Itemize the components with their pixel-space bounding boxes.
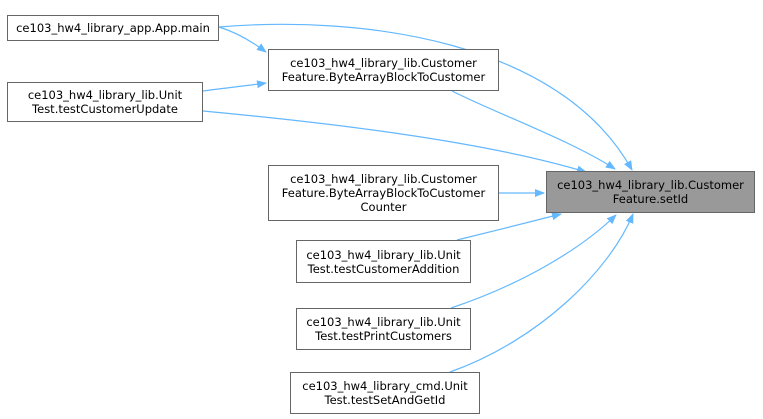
node-test-print-customers-line-1: ce103_hw4_library_lib.Unit bbox=[306, 315, 461, 329]
node-byte-array-block-to-customer[interactable]: ce103_hw4_library_lib.Customer Feature.B… bbox=[268, 49, 499, 91]
node-byte-array-block-to-customer-line-1: ce103_hw4_library_lib.Customer bbox=[290, 56, 477, 70]
edge-test-print-customers-to-setid bbox=[450, 214, 617, 309]
node-byte-array-block-to-customer-line-2: Feature.ByteArrayBlockToCustomer bbox=[281, 70, 486, 84]
node-test-customer-addition-line-2: Test.testCustomerAddition bbox=[307, 261, 460, 276]
node-byte-array-block-to-customer-counter-line-2: Feature.ByteArrayBlockToCustomer bbox=[281, 186, 486, 200]
node-test-set-and-get-id[interactable]: ce103_hw4_library_cmd.Unit Test.testSetA… bbox=[290, 372, 480, 414]
edge-byte-array-block-to-customer-to-setid bbox=[451, 90, 616, 170]
edge-test-customer-update-to-byte-array-block-to-customer bbox=[202, 80, 267, 92]
edge-test-set-and-get-id-to-setid bbox=[449, 213, 634, 373]
node-app-main[interactable]: ce103_hw4_library_app.App.main bbox=[7, 15, 219, 41]
node-test-set-and-get-id-line-2: Test.testSetAndGetId bbox=[324, 393, 446, 407]
edge-test-customer-addition-to-setid bbox=[456, 212, 562, 241]
node-test-customer-update-line-1: ce103_hw4_library_lib.Unit bbox=[27, 88, 183, 102]
node-setid-line-1: ce103_hw4_library_lib.Customer bbox=[557, 178, 744, 192]
node-test-print-customers-line-2: Test.testPrintCustomers bbox=[315, 329, 452, 343]
node-byte-array-block-to-customer-counter-line-3: Counter bbox=[360, 200, 407, 214]
edge-app-main-to-byte-array-block-to-customer bbox=[218, 26, 267, 53]
node-test-set-and-get-id-line-1: ce103_hw4_library_cmd.Unit bbox=[302, 379, 468, 393]
node-app-main-line-1: ce103_hw4_library_app.App.main bbox=[16, 21, 210, 35]
node-byte-array-block-to-customer-counter[interactable]: ce103_hw4_library_lib.Customer Feature.B… bbox=[268, 165, 499, 221]
node-setid-focus[interactable]: ce103_hw4_library_lib.Customer Feature.s… bbox=[546, 171, 755, 213]
node-test-customer-addition[interactable]: ce103_hw4_library_lib.Unit Test.testCust… bbox=[296, 240, 471, 283]
node-setid-line-2: Feature.setId bbox=[612, 192, 689, 206]
edge-test-customer-update-to-setid bbox=[202, 110, 587, 174]
node-byte-array-block-to-customer-counter-line-1: ce103_hw4_library_lib.Customer bbox=[290, 172, 477, 186]
node-test-print-customers[interactable]: ce103_hw4_library_lib.Unit Test.testPrin… bbox=[296, 308, 471, 350]
node-test-customer-update-line-2: Test.testCustomerUpdate bbox=[32, 102, 178, 116]
node-test-customer-update[interactable]: ce103_hw4_library_lib.Unit Test.testCust… bbox=[7, 82, 203, 122]
node-test-customer-addition-line-1: ce103_hw4_library_lib.Unit bbox=[306, 247, 461, 262]
edge-app-main-to-setid bbox=[218, 23, 633, 171]
